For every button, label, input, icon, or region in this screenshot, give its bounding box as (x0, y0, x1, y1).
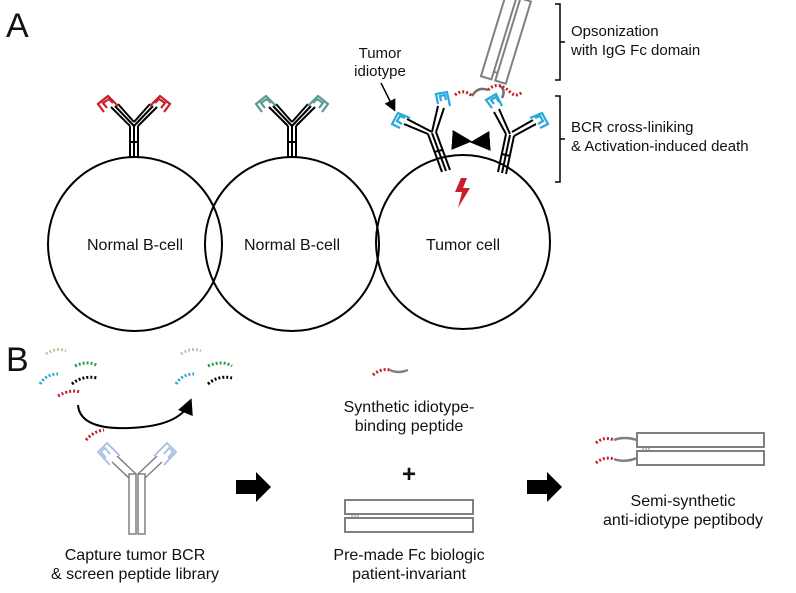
peptibody-linker-1 (613, 436, 638, 442)
peptide-library-screened (174, 348, 233, 386)
tumor-idiotype-label: Tumor idiotype (354, 45, 406, 80)
captured-peptide (84, 428, 105, 442)
opsonization-label: Opsonization with IgG Fc domain (571, 23, 701, 59)
cell-label-normal-1: Normal B-cell (86, 237, 183, 254)
peptibody-linker-2 (613, 456, 638, 462)
brace-opsonization (555, 3, 565, 81)
captured-bcr-variable (96, 441, 178, 466)
peptide-opsonization-2 (486, 84, 524, 97)
cell-label-tumor: Tumor cell (425, 237, 501, 254)
bcr-antibody-normal-1 (110, 103, 158, 158)
variable-region-teal (254, 94, 330, 113)
plus-sign: + (401, 461, 416, 488)
peptide-library-source (38, 348, 99, 398)
fc-linker-1 (470, 87, 489, 97)
synthetic-peptide-label: Synthetic idiotype- binding peptide (343, 399, 475, 435)
synthetic-peptide-linker (389, 368, 409, 374)
fc-biologic (344, 499, 474, 533)
peptibody-peptide-2 (595, 456, 615, 465)
brace-bcr (555, 95, 565, 183)
cell-label-normal-2: Normal B-cell (243, 237, 340, 254)
peptibody-fc (636, 432, 765, 466)
crosslink-arrow-left (470, 131, 491, 151)
big-arrow-1 (236, 472, 271, 502)
variable-region-blue-1 (390, 90, 452, 129)
idiotype-pointer-arrow (380, 82, 396, 112)
peptibody-label: Semi-synthetic anti-idiotype peptibody (602, 493, 764, 529)
bcr-antibody-tumor-right (493, 108, 537, 175)
lightning-icon (455, 178, 470, 208)
panel-a-letter: A (6, 7, 29, 45)
big-arrow-2 (527, 472, 562, 502)
igg-fc-domain (479, 0, 533, 86)
captured-bcr (111, 455, 163, 535)
bcr-crosslinking-label: BCR cross-liniking & Activation-induced … (571, 119, 749, 155)
variable-region-blue-2 (484, 92, 550, 129)
panel-b-letter: B (6, 341, 29, 379)
capture-label: Capture tumor BCR & screen peptide libra… (50, 547, 220, 583)
bcr-antibody-tumor-left (403, 105, 451, 173)
premade-fc-label: Pre-made Fc biologic patient-invariant (333, 547, 485, 583)
synthetic-peptide (372, 368, 391, 377)
peptide-opsonization-1 (454, 90, 473, 98)
bcr-antibody-normal-2 (268, 103, 316, 158)
screening-arrow (77, 398, 193, 430)
peptibody-hinge (642, 448, 650, 450)
fc-hinge (351, 515, 359, 517)
tumor-cell (375, 154, 551, 330)
crosslink-arrow-right (451, 130, 472, 150)
peptibody-peptide-1 (595, 437, 615, 445)
fc-linker-2 (499, 84, 505, 99)
variable-region-red (96, 94, 172, 113)
